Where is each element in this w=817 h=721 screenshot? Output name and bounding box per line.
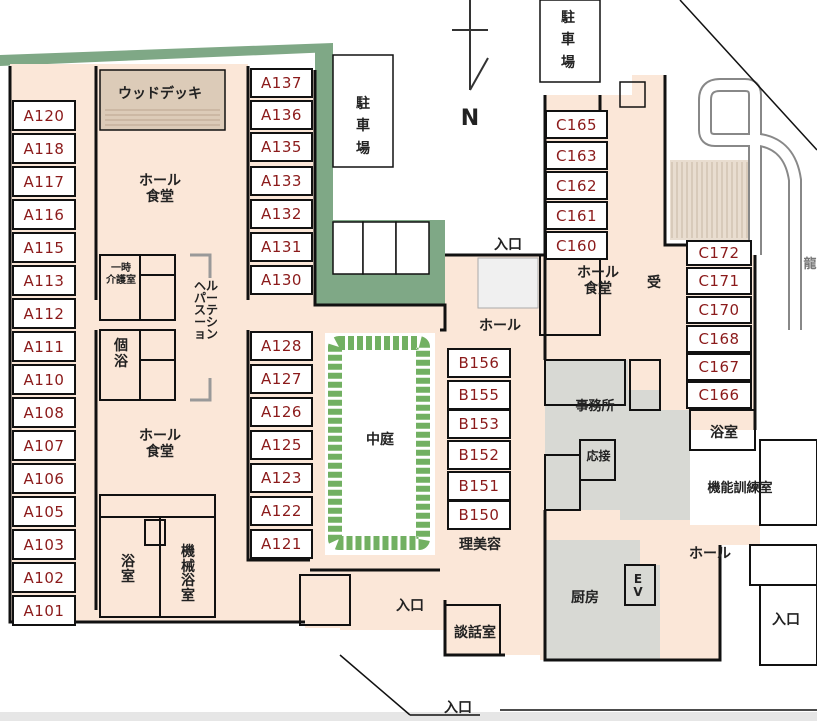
entrance-label-road[interactable]: 入口	[444, 700, 472, 716]
helper-station-label: ヘルパーステーション	[193, 279, 218, 341]
parking-label-top: 駐車場	[561, 10, 575, 71]
room-a136[interactable]: A136	[250, 100, 313, 130]
room-a120[interactable]: A120	[12, 100, 76, 131]
entrance-label-right[interactable]: 入口	[772, 612, 800, 628]
room-a110[interactable]: A110	[12, 364, 76, 395]
room-a128[interactable]: A128	[250, 331, 313, 361]
north-label: N	[460, 106, 480, 131]
room-c160[interactable]: C160	[545, 231, 608, 260]
room-a122[interactable]: A122	[250, 496, 313, 526]
room-a121[interactable]: A121	[250, 529, 313, 559]
room-a113[interactable]: A113	[12, 265, 76, 296]
room-a105[interactable]: A105	[12, 496, 76, 527]
room-a111[interactable]: A111	[12, 331, 76, 362]
barber-label: 理美容	[459, 537, 501, 553]
parking-label-left: 駐車場	[356, 96, 370, 157]
parking-sign-box	[332, 54, 394, 168]
office-label: 事務所	[575, 399, 615, 414]
room-a103[interactable]: A103	[12, 529, 76, 560]
green-area-top	[0, 43, 333, 66]
room-a117[interactable]: A117	[12, 166, 76, 197]
room-c165[interactable]: C165	[545, 110, 608, 139]
room-a118[interactable]: A118	[12, 133, 76, 164]
machine-bath-label: 機械浴室	[181, 544, 195, 605]
room-b150[interactable]: B150	[447, 500, 511, 530]
courtyard-hedge	[328, 336, 430, 550]
bathroom-right-label: 浴室	[710, 425, 738, 441]
hall-label: ホール	[479, 318, 521, 334]
rehab-room-label: 機能訓練室	[707, 481, 773, 496]
room-a106[interactable]: A106	[12, 463, 76, 494]
room-a102[interactable]: A102	[12, 562, 76, 593]
room-a133[interactable]: A133	[250, 166, 313, 196]
entrance-label-bottom[interactable]: 入口	[396, 598, 424, 614]
room-c161[interactable]: C161	[545, 201, 608, 230]
reception-label: 受	[647, 275, 661, 291]
wood-deck-label: ウッドデッキ	[118, 86, 202, 102]
north-arrow	[452, 0, 489, 91]
consult-room-label: 談話室	[454, 625, 496, 641]
hall-dining-label-lower: ホール 食堂	[139, 428, 181, 461]
room-a132[interactable]: A132	[250, 199, 313, 229]
kitchen-label: 厨房	[571, 590, 599, 606]
courtyard-label: 中庭	[366, 432, 394, 448]
room-a135[interactable]: A135	[250, 132, 313, 162]
room-a116[interactable]: A116	[12, 199, 76, 230]
room-c168[interactable]: C168	[686, 325, 752, 353]
road-label: 龍	[803, 257, 817, 272]
room-a108[interactable]: A108	[12, 397, 76, 428]
room-a127[interactable]: A127	[250, 364, 313, 394]
reception-room-label: 応接	[586, 449, 611, 463]
room-c170[interactable]: C170	[686, 296, 752, 324]
room-a101[interactable]: A101	[12, 595, 76, 626]
room-c163[interactable]: C163	[545, 141, 608, 170]
rehab-area	[690, 430, 760, 525]
room-a115[interactable]: A115	[12, 232, 76, 263]
kitchen-area	[545, 540, 660, 660]
hall-dining-label-right: ホール 食堂	[577, 265, 619, 298]
room-c166[interactable]: C166	[686, 381, 752, 409]
room-a130[interactable]: A130	[250, 265, 313, 295]
room-c172[interactable]: C172	[686, 240, 752, 266]
room-b151[interactable]: B151	[447, 471, 511, 501]
parking-sign-box-2	[539, 0, 601, 83]
room-a107[interactable]: A107	[12, 430, 76, 461]
hall-label-right: ホール	[689, 546, 731, 562]
room-b153[interactable]: B153	[447, 409, 511, 439]
private-bath-label: 個 浴	[114, 338, 128, 371]
room-a112[interactable]: A112	[12, 298, 76, 329]
room-a131[interactable]: A131	[250, 232, 313, 262]
bathroom-label: 浴室	[121, 554, 135, 585]
entrance-label-top[interactable]: 入口	[494, 237, 522, 253]
entrance-canopy	[477, 257, 539, 309]
room-c171[interactable]: C171	[686, 267, 752, 295]
room-a123[interactable]: A123	[250, 463, 313, 493]
hall-dining-label-upper: ホール 食堂	[139, 173, 181, 206]
room-a125[interactable]: A125	[250, 430, 313, 460]
room-b155[interactable]: B155	[447, 380, 511, 410]
room-b152[interactable]: B152	[447, 440, 511, 470]
elevator-label: EV	[633, 572, 643, 599]
room-a126[interactable]: A126	[250, 397, 313, 427]
room-b156[interactable]: B156	[447, 348, 511, 378]
room-c162[interactable]: C162	[545, 171, 608, 200]
temp-care-label: 一時 介護室	[106, 263, 136, 286]
room-a137[interactable]: A137	[250, 68, 313, 98]
room-c167[interactable]: C167	[686, 353, 752, 381]
